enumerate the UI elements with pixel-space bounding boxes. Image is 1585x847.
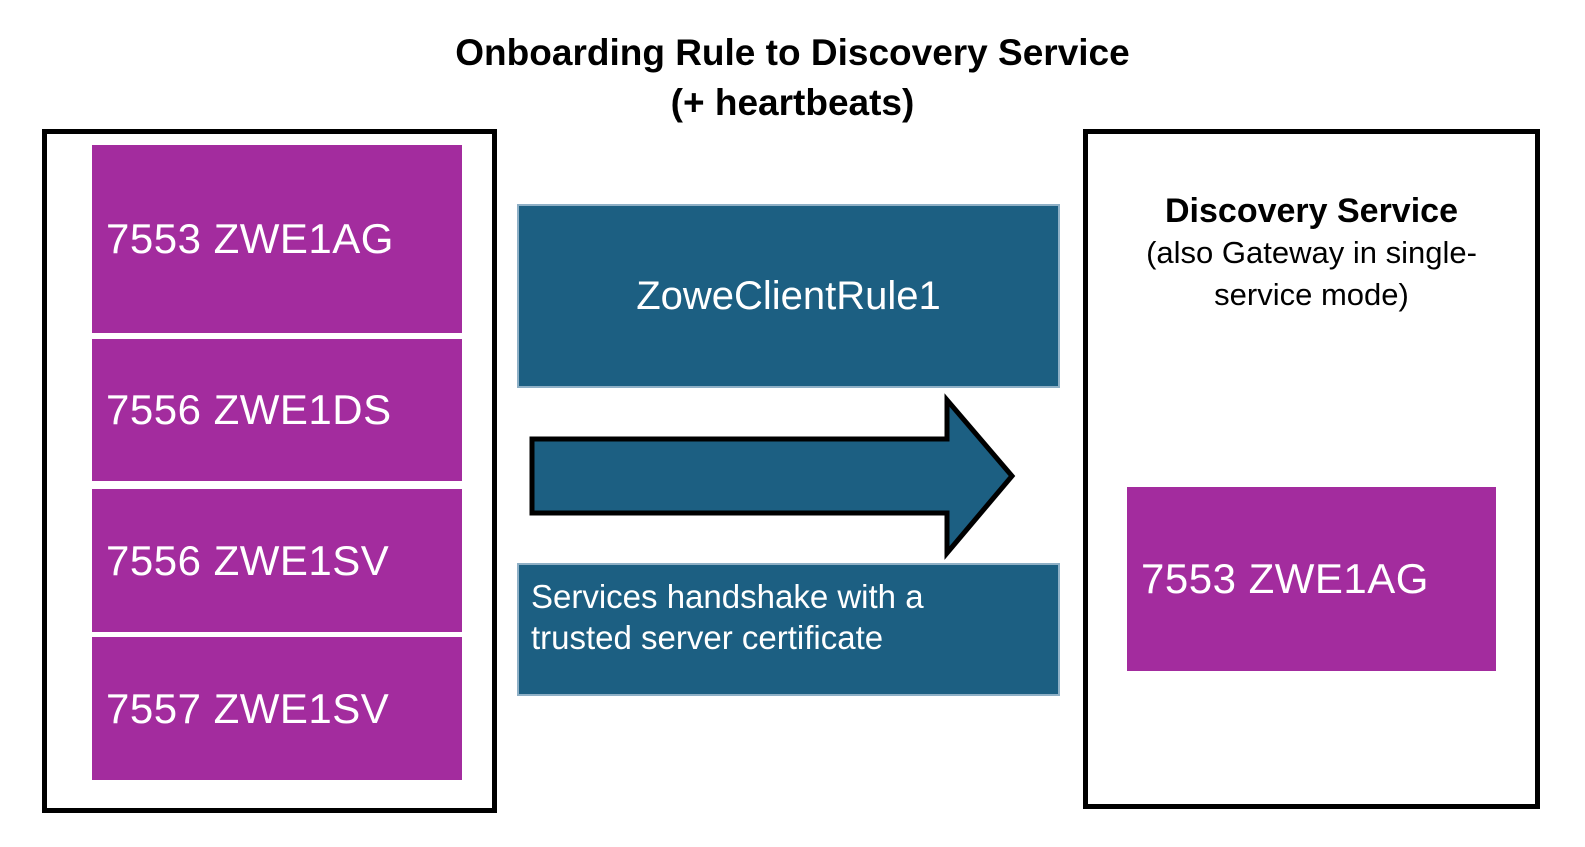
onboarding-rule-box: ZoweClientRule1 [517, 204, 1060, 388]
rule-label: ZoweClientRule1 [636, 273, 941, 318]
client-services-panel: 7553 ZWE1AG 7556 ZWE1DS 7556 ZWE1SV 7557… [42, 129, 497, 813]
panel-subtitle: (also Gateway in single-service mode) [1146, 235, 1477, 312]
service-box-7553-zwe1ag: 7553 ZWE1AG [92, 145, 462, 333]
service-box-7556-zwe1ds: 7556 ZWE1DS [92, 339, 462, 481]
service-label: 7553 ZWE1AG [1141, 555, 1429, 602]
service-box-7553-zwe1ag-registered: 7553 ZWE1AG [1127, 487, 1496, 671]
panel-title: Discovery Service [1165, 192, 1458, 230]
handshake-note: Services handshake with a trusted server… [531, 578, 924, 656]
discovery-service-heading: Discovery Service (also Gateway in singl… [1088, 190, 1535, 316]
service-label: 7556 ZWE1SV [106, 536, 390, 584]
right-block-arrow-icon [529, 393, 1016, 560]
service-label: 7556 ZWE1DS [106, 386, 392, 433]
discovery-service-panel: Discovery Service (also Gateway in singl… [1083, 129, 1540, 809]
service-label: 7557 ZWE1SV [106, 684, 390, 732]
service-box-7556-zwe1sv: 7556 ZWE1SV [92, 489, 462, 632]
service-label: 7553 ZWE1AG [106, 215, 394, 262]
diagram-title: Onboarding Rule to Discovery Service [455, 32, 1130, 73]
handshake-note-box: Services handshake with a trusted server… [517, 563, 1060, 696]
service-box-7557-zwe1sv: 7557 ZWE1SV [92, 637, 462, 780]
diagram-subtitle: (+ heartbeats) [670, 82, 915, 123]
